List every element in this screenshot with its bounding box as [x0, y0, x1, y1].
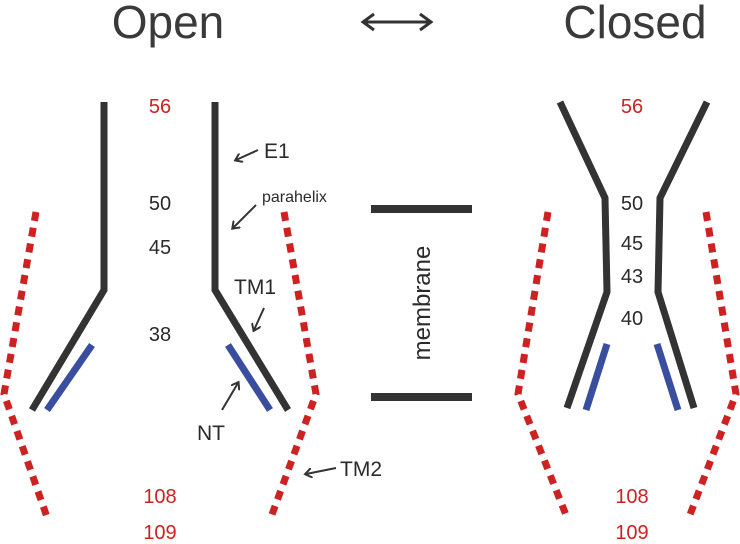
open-residue-50: 50: [149, 193, 171, 215]
label-tm1: TM1: [234, 276, 276, 299]
closed-residue-45: 45: [621, 233, 643, 255]
closed-residue-109: 109: [615, 522, 648, 544]
open-tm2-right: [266, 211, 320, 522]
tm1-arrow: [254, 307, 265, 330]
open-residue-45: 45: [149, 237, 171, 259]
open-tm2-left: [0, 211, 52, 522]
open-nt-left: [44, 343, 95, 412]
double-arrow-icon: [360, 12, 434, 32]
closed-residue-50: 50: [621, 193, 643, 215]
open-residue-108: 108: [143, 486, 176, 508]
membrane-label: membrane: [409, 246, 436, 361]
closed-helix-right: [654, 100, 711, 410]
nt-arrow: [221, 383, 238, 411]
open-nt-right: [225, 343, 273, 412]
parahelix-arrow: [233, 204, 257, 228]
closed-residue-40: 40: [621, 308, 643, 330]
open-helix-left: [28, 102, 108, 412]
closed-residue-43: 43: [621, 266, 643, 288]
closed-nt-left: [582, 342, 611, 412]
label-e1: E1: [264, 140, 290, 163]
closed-residue-108: 108: [615, 486, 648, 508]
e1-arrow: [236, 149, 259, 160]
closed-nt-right: [653, 342, 682, 412]
closed-tm2-right: [684, 211, 740, 522]
open-helix-right: [211, 102, 291, 412]
closed-helix-left: [556, 100, 611, 410]
label-tm2: TM2: [340, 458, 382, 481]
closed-residue-56: 56: [621, 96, 643, 118]
open-residue-56: 56: [149, 96, 171, 118]
open-residue-38: 38: [149, 324, 171, 346]
tm2-arrow: [306, 467, 337, 474]
closed-tm2-left: [514, 211, 572, 522]
open-residue-109: 109: [143, 522, 176, 544]
label-parahelix: parahelix: [262, 189, 327, 206]
label-nt: NT: [197, 422, 225, 445]
title-closed: Closed: [563, 0, 706, 48]
title-open: Open: [112, 0, 225, 48]
